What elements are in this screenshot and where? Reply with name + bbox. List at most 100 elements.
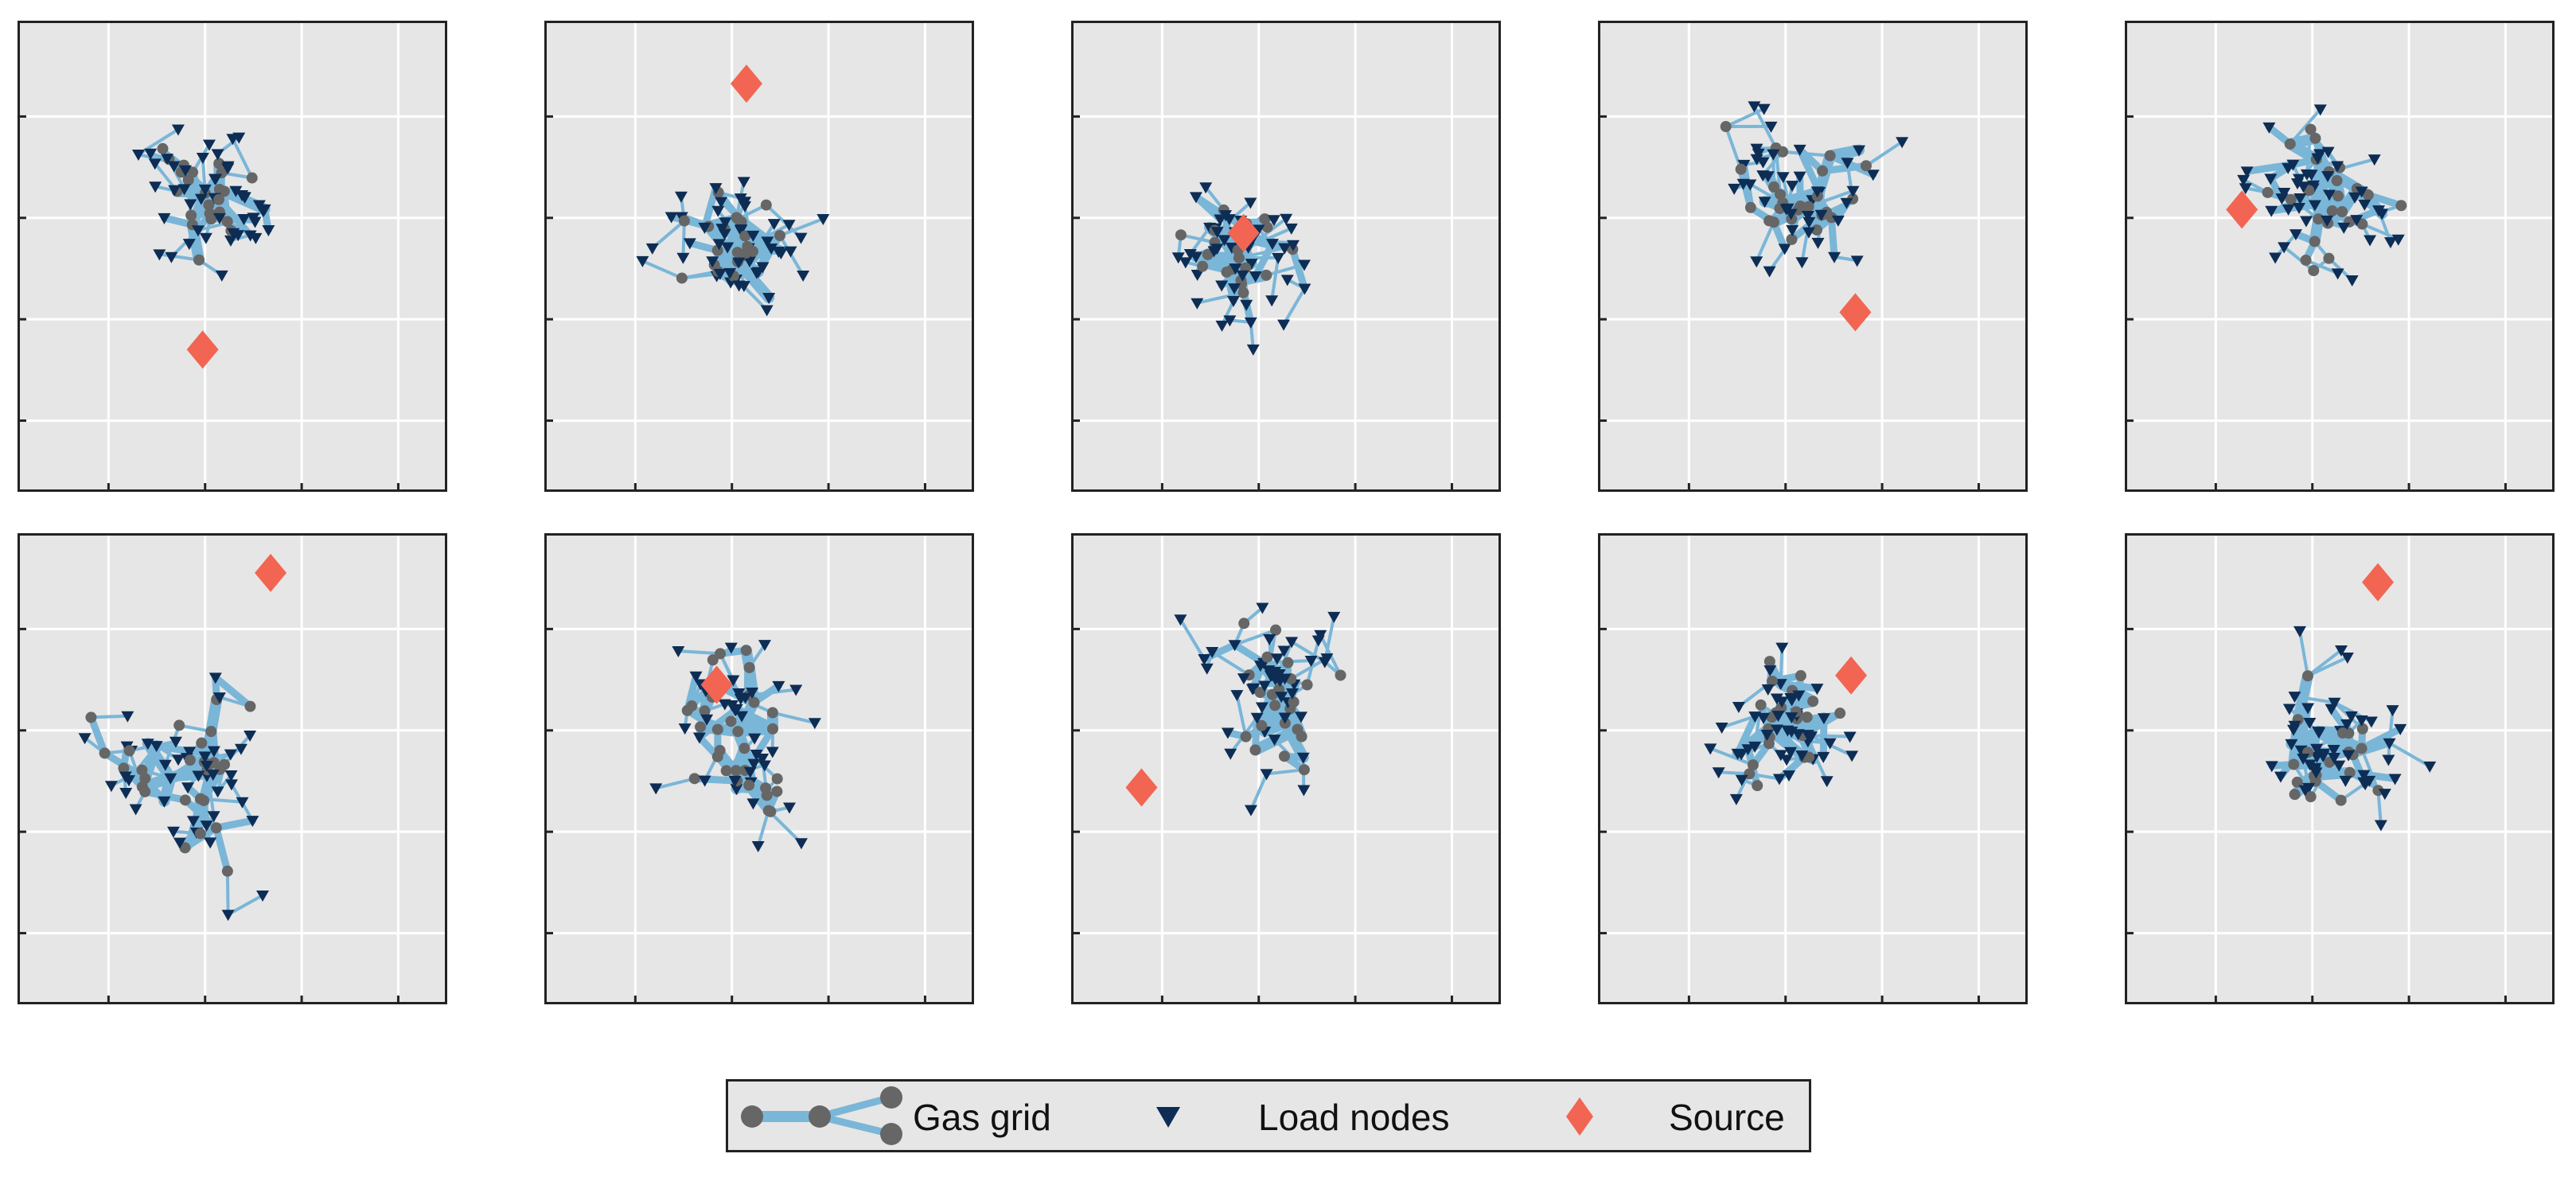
load-node bbox=[1853, 145, 1866, 157]
load-node bbox=[2328, 697, 2341, 709]
load-node bbox=[236, 797, 249, 809]
pipe bbox=[777, 217, 825, 238]
load-node bbox=[2237, 174, 2251, 186]
grid-node bbox=[2336, 206, 2348, 218]
grid-node bbox=[2323, 252, 2335, 264]
load-node bbox=[1772, 774, 1786, 785]
load-node bbox=[1793, 144, 1806, 156]
load-node bbox=[211, 149, 224, 161]
axis-ticks bbox=[1600, 115, 1980, 489]
grid-lines bbox=[2127, 23, 2552, 489]
pipe bbox=[2288, 107, 2322, 146]
load-node bbox=[1237, 673, 1250, 685]
source-node bbox=[1227, 213, 1260, 252]
load-node bbox=[2297, 754, 2310, 766]
load-node bbox=[746, 798, 760, 810]
grid-node bbox=[711, 723, 723, 735]
load-node bbox=[1783, 770, 1796, 782]
pipe bbox=[188, 752, 232, 762]
load-node bbox=[2239, 183, 2252, 195]
load-node bbox=[2331, 161, 2344, 173]
load-node bbox=[1756, 712, 1770, 724]
load-node bbox=[1728, 183, 1741, 195]
load-node bbox=[1802, 227, 1815, 239]
pipe bbox=[1724, 107, 1766, 129]
load-node bbox=[784, 246, 797, 258]
load-node bbox=[1785, 695, 1799, 707]
load-node bbox=[1784, 209, 1798, 220]
grid-node bbox=[1270, 624, 1282, 636]
load-node bbox=[1229, 263, 1242, 275]
load-node bbox=[760, 305, 774, 317]
load-node bbox=[1784, 746, 1798, 758]
load-node bbox=[119, 787, 133, 799]
grid-node bbox=[2291, 776, 2303, 788]
load-node bbox=[1296, 752, 1310, 764]
grid-node bbox=[179, 842, 191, 854]
load-node bbox=[1275, 692, 1288, 704]
grid-node bbox=[1747, 759, 1759, 771]
load-node bbox=[782, 220, 796, 232]
load-node bbox=[739, 692, 752, 704]
load-node bbox=[207, 811, 220, 823]
load-node bbox=[2372, 205, 2386, 217]
load-node bbox=[148, 158, 162, 170]
load-node bbox=[1736, 178, 1750, 190]
load-node bbox=[194, 193, 208, 205]
grid-node bbox=[2308, 265, 2320, 277]
load-node bbox=[2374, 820, 2387, 832]
load-node bbox=[1285, 688, 1299, 700]
grid-node bbox=[1768, 181, 1780, 193]
grid-node bbox=[184, 754, 196, 766]
load-node bbox=[1741, 744, 1755, 756]
grid-node bbox=[1249, 744, 1261, 756]
load-node bbox=[1791, 729, 1805, 741]
network-nodes bbox=[131, 124, 275, 282]
load-node bbox=[2321, 215, 2334, 227]
load-node bbox=[2322, 189, 2336, 201]
load-node bbox=[1224, 748, 1237, 760]
grid-node bbox=[1803, 751, 1815, 763]
load-node bbox=[153, 249, 166, 261]
grid-node bbox=[1175, 229, 1187, 241]
grid-node bbox=[2313, 213, 2325, 225]
load-node bbox=[730, 784, 743, 796]
load-node bbox=[1280, 213, 1293, 225]
load-node bbox=[181, 782, 195, 794]
network-nodes bbox=[636, 177, 830, 317]
load-node bbox=[1318, 657, 1331, 668]
grid-node bbox=[2326, 205, 2338, 216]
axis-ticks bbox=[1600, 627, 1980, 1002]
load-node bbox=[2334, 645, 2348, 657]
load-node bbox=[1210, 227, 1224, 239]
load-node bbox=[167, 161, 181, 173]
source-node bbox=[255, 553, 287, 592]
load-node bbox=[2313, 727, 2326, 739]
pipe bbox=[724, 736, 757, 773]
grid-node bbox=[743, 779, 755, 791]
load-node bbox=[1763, 665, 1777, 677]
load-node bbox=[732, 280, 746, 292]
pipe bbox=[1179, 233, 1217, 244]
grid-node bbox=[1301, 679, 1313, 691]
load-node bbox=[2293, 626, 2306, 637]
load-node bbox=[1715, 722, 1728, 734]
grid-node bbox=[761, 789, 773, 801]
load-node bbox=[2278, 187, 2291, 199]
pipe bbox=[1210, 650, 1251, 677]
load-node bbox=[2327, 744, 2340, 756]
load-node bbox=[1270, 653, 1284, 665]
grid-node bbox=[1763, 215, 1775, 227]
pipe bbox=[1864, 140, 1904, 168]
load-node bbox=[1756, 170, 1770, 182]
pipe bbox=[231, 137, 254, 180]
load-node bbox=[1199, 182, 1213, 194]
load-node bbox=[1732, 702, 1745, 714]
load-node bbox=[164, 773, 177, 785]
load-node bbox=[715, 197, 728, 209]
load-node bbox=[2301, 703, 2315, 715]
load-node bbox=[1778, 244, 1791, 255]
load-node bbox=[2282, 204, 2295, 216]
load-node bbox=[1252, 224, 1265, 236]
load-node bbox=[1841, 158, 1854, 170]
